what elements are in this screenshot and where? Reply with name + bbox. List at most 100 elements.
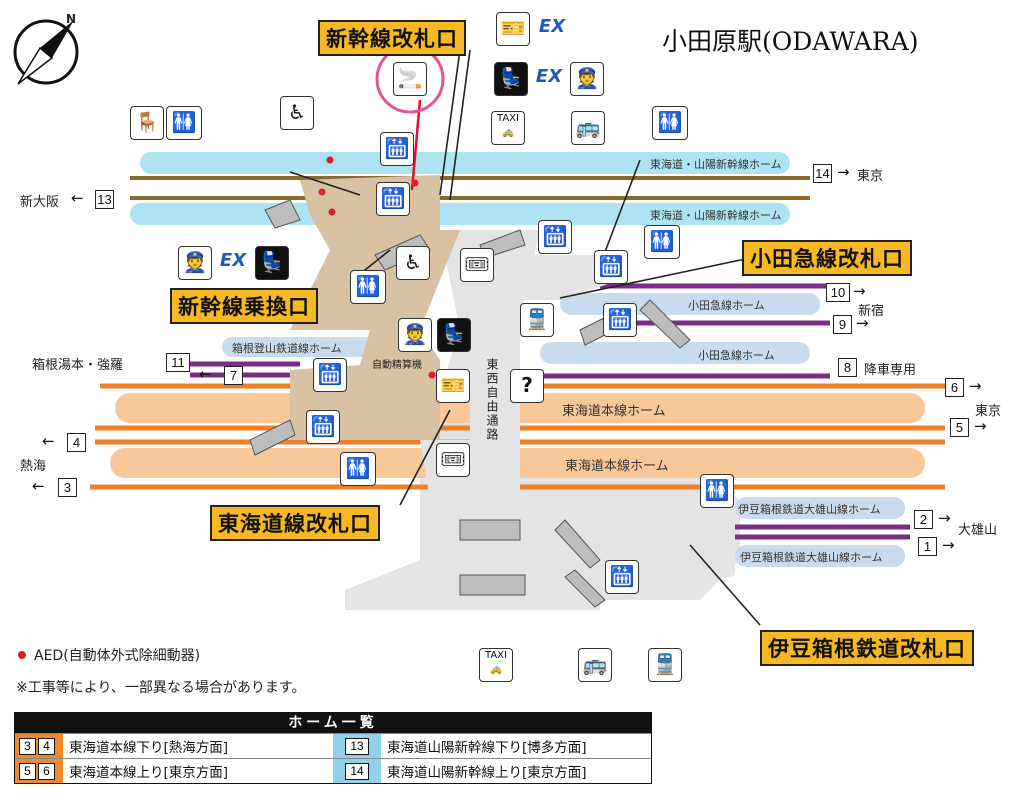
compass-icon (13, 19, 79, 85)
track-1: 1 (918, 537, 937, 556)
legend-track-number: 4 (38, 737, 55, 755)
stairs (249, 199, 691, 608)
legend-text: 東海道山陽新幹線下り[博多方面] (387, 740, 587, 756)
legend-text: 東海道山陽新幹線上り[東京方面] (387, 765, 587, 781)
seat-reservation-icon: 💺 (494, 62, 528, 96)
arrow-right-icon: → (856, 314, 869, 332)
platform-label-odakyu-bottom: 小田急線ホーム (698, 349, 775, 362)
dest-shin-osaka: 新大阪 (20, 195, 60, 210)
legend-text: 東海道本線上り[東京方面] (69, 765, 229, 781)
callout-izuhakone-gate: 伊豆箱根鉄道改札口 (760, 630, 974, 666)
seat-reservation-icon: 💺 (255, 246, 289, 280)
smoking-area-icon: 🚬 (393, 62, 427, 96)
platform-legend: ホーム一覧 3 4 東海道本線下り[熱海方面] 13 東海道山陽新幹線下り[博多… (14, 712, 652, 784)
arrow-right-icon: → (974, 417, 987, 435)
track-11: 11 (166, 353, 190, 372)
legend-track-number: 6 (38, 762, 55, 780)
train-icon: 🚆 (520, 303, 554, 337)
ticket-gate-icon: 🎟 (460, 248, 494, 282)
dest-kousha-senyou: 降車専用 (864, 363, 917, 378)
taxi-label: TAXI (497, 113, 519, 124)
legend-row: 3 4 東海道本線下り[熱海方面] 13 東海道山陽新幹線下り[博多方面] (15, 733, 651, 758)
restroom-icon: 🚻 (644, 225, 680, 259)
ticket-machine-label: 自動精算機 (372, 360, 422, 371)
track-5: 5 (950, 418, 969, 437)
legend-track-number: 13 (345, 737, 369, 755)
arrow-left-icon: ← (71, 189, 84, 207)
arrow-right-icon: → (942, 536, 955, 554)
legend-track-number: 3 (19, 737, 36, 755)
track-14: 14 (813, 164, 832, 183)
elevator-icon: 🛗 (538, 220, 572, 254)
restroom-icon: 🚻 (700, 474, 734, 508)
station-staff-icon: 👮 (178, 246, 212, 280)
platform-label-tokaido-top: 東海道本線ホーム (562, 404, 666, 419)
dest-shinjuku: 新宿 (858, 304, 885, 319)
dest-atami: 熱海 (20, 459, 47, 474)
legend-swatch-tokaido: 5 6 (15, 759, 63, 783)
compass-north-label: N (66, 12, 77, 26)
arrow-left-icon: ← (42, 432, 55, 450)
seat-reservation-icon: 💺 (437, 318, 471, 352)
elevator-icon: 🛗 (605, 560, 639, 594)
callout-shinkansen-transfer: 新幹線乗換口 (170, 288, 318, 324)
legend-swatch-shinkansen: 14 (333, 759, 381, 783)
legend-cell: 5 6 東海道本線上り[東京方面] (15, 759, 333, 783)
platform-label-odakyu-top: 小田急線ホーム (688, 299, 765, 312)
ticket-office-icon: 🎫 (436, 369, 470, 403)
shinkansen-platform-top (140, 152, 790, 174)
escalator-wheelchair-icon: ♿ (280, 96, 314, 130)
legend-header: ホーム一覧 (15, 713, 651, 733)
ticket-office-icon: 🎫 (496, 12, 530, 46)
station-staff-icon: 👮 (398, 318, 432, 352)
information-icon: ? (510, 369, 544, 403)
ex-icon: EX (535, 66, 563, 87)
platform-label-tokaido-bottom: 東海道本線ホーム (565, 459, 669, 474)
waiting-room-icon: 🪑 (130, 106, 164, 140)
izuhakone-platform-top (735, 497, 905, 519)
ex-icon: EX (538, 16, 566, 37)
arrow-left-icon: ← (199, 365, 212, 383)
ex-icon: EX (219, 250, 247, 271)
arrow-right-icon: → (853, 282, 866, 300)
legend-track-number: 5 (19, 762, 36, 780)
dest-hakone: 箱根湯本・強羅 (32, 358, 124, 373)
elevator-icon: 🛗 (594, 250, 628, 284)
track-3: 3 (58, 478, 77, 497)
elevator-icon: 🛗 (306, 410, 340, 444)
arrow-right-icon: → (969, 377, 982, 395)
dest-tokyo-shinkansen: 東京 (857, 169, 884, 184)
platform-label-izuhakone-top: 伊豆箱根鉄道大雄山線ホーム (738, 503, 881, 516)
platform-label-izuhakone-bottom: 伊豆箱根鉄道大雄山線ホーム (740, 551, 883, 564)
legend-swatch-tokaido: 3 4 (15, 734, 63, 758)
track-4: 4 (67, 433, 86, 452)
izuhakone-platform-bottom (735, 545, 905, 567)
free-passage (470, 260, 520, 490)
legend-track-number: 14 (345, 762, 369, 780)
elevator-icon: 🛗 (380, 132, 414, 166)
station-staff-icon: 👮 (570, 62, 604, 96)
lower-concourse (345, 470, 740, 600)
arrow-right-icon: → (938, 509, 951, 527)
track-10: 10 (826, 283, 850, 302)
legend-row: 5 6 東海道本線上り[東京方面] 14 東海道山陽新幹線上り[東京方面] (15, 758, 651, 783)
arrow-left-icon: ← (32, 477, 45, 495)
hakone-tozan-platform (222, 337, 392, 357)
legend-swatch-shinkansen: 13 (333, 734, 381, 758)
track-8: 8 (838, 358, 857, 377)
restroom-icon: 🚻 (350, 270, 386, 304)
restroom-icon: 🚻 (166, 106, 202, 140)
track-6: 6 (945, 378, 964, 397)
escalator-wheelchair-icon: ♿ (396, 246, 430, 280)
platform-label-shinkansen-top: 東海道・山陽新幹線ホーム (650, 158, 782, 171)
callout-odakyu-gate: 小田急線改札口 (742, 240, 912, 276)
elevator-icon: 🛗 (313, 358, 347, 392)
platform-label-shinkansen-bottom: 東海道・山陽新幹線ホーム (650, 209, 782, 222)
bus-icon: 🚌 (571, 111, 605, 145)
legend-text: 東海道本線下り[熱海方面] (69, 740, 229, 756)
ticket-gate-icon: 🎟 (436, 443, 470, 477)
legend-cell: 3 4 東海道本線下り[熱海方面] (15, 734, 333, 758)
arrow-right-icon: → (837, 163, 850, 181)
aed-note: AED(自動体外式除細動器) (34, 648, 201, 664)
